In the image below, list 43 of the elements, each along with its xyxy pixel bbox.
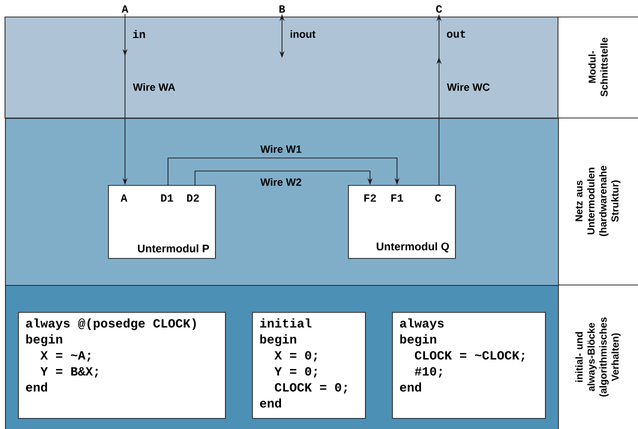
- code-box: [252, 312, 366, 419]
- node-label: always @(posedge CLOCK): [26, 318, 196, 330]
- node-label: Y = 0;: [274, 367, 317, 378]
- layer-label: Modul-Schnittstelle: [588, 38, 608, 96]
- port-label: C: [435, 194, 441, 202]
- node-label: begin: [260, 334, 296, 346]
- wire-arrow: [168, 158, 400, 186]
- code-box: [18, 312, 226, 419]
- code-text: always @(posedge CLOCK) begin X = ~A; Y = B&X; end: [26, 318, 196, 392]
- edge-label: inout: [288, 28, 318, 40]
- node-label: begin: [400, 334, 436, 346]
- port-label: F1: [391, 194, 404, 202]
- node-label: X = ~A;: [40, 351, 90, 362]
- node-label: X = 0;: [274, 351, 317, 362]
- node-label: #10;: [414, 367, 442, 378]
- edge-label: Wire W1: [258, 144, 304, 154]
- node-label: end: [260, 398, 282, 408]
- code-text: initial begin X = 0; Y = 0; CLOCK = 0; end: [260, 318, 347, 408]
- edge-label: Wire WC: [445, 82, 492, 92]
- port-label: A: [120, 194, 128, 202]
- node-label: begin: [26, 334, 62, 346]
- port-direction: out: [446, 30, 466, 38]
- layer-label: Netz aus Untermodulen (hardwarenahe Struktur): [576, 166, 620, 236]
- port-direction: in: [133, 30, 145, 38]
- pin-label: B: [279, 5, 286, 13]
- port-label: F2: [364, 194, 376, 202]
- code-text: always begin CLOCK = ~CLOCK; #10; end: [400, 318, 524, 392]
- port-label: D2: [187, 194, 199, 202]
- node-label: CLOCK = 0;: [274, 383, 347, 394]
- edge-label: Wire W2: [258, 176, 304, 188]
- node-label: always: [400, 318, 444, 330]
- node-label: Y = B&X;: [40, 367, 98, 378]
- layer-label: initial- und always-Blöcke (algorithmisches Verhalten): [575, 317, 621, 397]
- pin-label: C: [436, 5, 442, 13]
- wire-arrow: [194, 170, 373, 186]
- port-label: D1: [161, 194, 174, 202]
- node-label: end: [400, 382, 422, 392]
- code-box: [392, 312, 546, 419]
- pin-label: A: [122, 5, 128, 13]
- node-label: initial: [260, 318, 312, 328]
- node-label: end: [26, 382, 48, 392]
- node-label: CLOCK = ~CLOCK;: [414, 351, 524, 362]
- edge-label: Wire WA: [131, 82, 177, 92]
